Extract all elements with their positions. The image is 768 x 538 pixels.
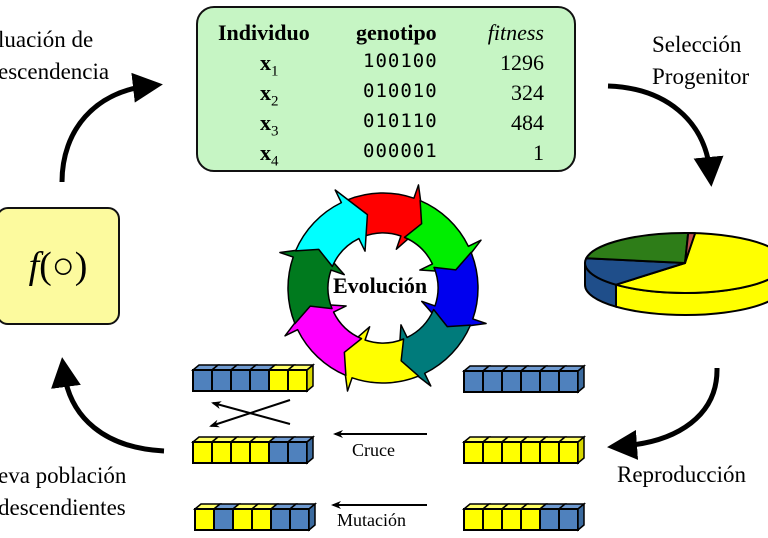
individual-label: x3 [260,110,279,140]
chromosome-groups [190,363,587,532]
gene-cube [211,441,232,464]
gene-cube [501,370,522,393]
gene-cube [249,369,270,392]
gene-cube-side [306,435,314,465]
table-row: x4 000001 1 [198,140,574,170]
label-reproduction: Reproducción [617,462,747,487]
table-row: x1 100100 1296 [198,50,574,80]
gene-cube [463,370,484,393]
gene-cube [558,508,579,531]
label-new-population-line1: eva población [0,463,127,488]
gene-cube [520,508,541,531]
gene-cube-side [577,435,585,465]
arrow-table-to-selection [607,83,724,187]
evolution-cycle [279,184,487,392]
pie-slice-x2 [584,257,686,286]
label-evolution: Evolución [333,273,428,298]
gene-cube [232,508,253,531]
gene-cube [501,508,522,531]
gene-cube-side [577,364,585,394]
gene-cube [192,369,213,392]
gene-cube [287,369,308,392]
genotype-value: 000001 [363,140,438,162]
label-crossover: Cruce [352,440,395,460]
crossover-arrow-2 [209,399,291,428]
individual-label: x2 [260,80,279,110]
gene-cube-side [308,502,316,532]
function-argument: (○) [39,245,88,287]
gene-cube [249,441,270,464]
gene-cube [230,369,251,392]
genotype-value: 100100 [363,50,438,72]
offspring-chromosome [190,363,316,393]
gene-cube [558,370,579,393]
parent-chromosome [461,364,587,394]
individual-label: x4 [260,140,279,170]
gene-cube [539,508,560,531]
pie-slice-x1 [614,232,768,294]
header-fitness: fitness [487,20,544,45]
header-individual: Individuo [218,20,310,45]
gene-cube [230,441,251,464]
gene-cube [268,369,289,392]
gene-cube [270,508,291,531]
label-evaluation-line2: escendencia [0,59,110,84]
label-selection-line1: Selección [652,32,742,57]
parent-chromosome [461,502,587,532]
label-new-population-line2: descendientes [0,495,126,520]
gene-cube [482,441,503,464]
label-mutation: Mutación [337,510,406,530]
selection-pie-chart [584,232,768,316]
genotype-value: 010110 [363,110,438,132]
gene-cube [463,508,484,531]
arrow-selection-to-reproduction [607,367,720,460]
gene-cube [251,508,272,531]
offspring-chromosome [190,435,316,465]
gene-cube [289,508,310,531]
label-selection-line2: Progenitor [652,64,750,89]
gene-cube [501,441,522,464]
pie-slice-x4 [684,232,697,264]
gene-cube [520,441,541,464]
label-evaluation-line1: luación de [0,27,94,52]
fitness-value: 1 [533,140,544,165]
population-table: Individuo genotipo fitness x1 100100 129… [196,6,576,172]
arrow-population-to-evaluation [51,357,165,454]
gene-cube [192,441,213,464]
gene-cube [213,508,234,531]
table-row: x3 010110 484 [198,110,574,140]
fitness-value: 324 [511,80,544,105]
gene-cube [539,441,560,464]
gene-cube [268,441,289,464]
gene-cube [194,508,215,531]
label-new-population: eva población descendientes [0,460,126,524]
table-row: x2 010010 324 [198,80,574,110]
gene-cube [482,370,503,393]
offspring-chromosome [192,502,318,532]
gene-cube [463,441,484,464]
header-genotype: genotipo [356,20,437,45]
gene-cube [539,370,560,393]
fitness-value: 1296 [500,50,544,75]
gene-cube [558,441,579,464]
gene-cube-side [306,363,314,393]
label-evaluation: luación de escendencia [0,24,109,88]
gene-cube-side [577,502,585,532]
individual-label: x1 [260,50,279,80]
genotype-value: 010010 [363,80,438,102]
gene-cube [482,508,503,531]
function-symbol: f [28,245,40,287]
arrow-evaluation-to-table [59,72,163,183]
parent-chromosome [461,435,587,465]
label-selection: Selección Progenitor [652,29,749,93]
fitness-function-box: f(○) [0,207,120,325]
gene-cube [520,370,541,393]
fitness-value: 484 [511,110,544,135]
cycle-arrow-segment [294,189,369,268]
gene-cube [287,441,308,464]
gene-cube [211,369,232,392]
pie-slice-x3 [585,232,690,264]
